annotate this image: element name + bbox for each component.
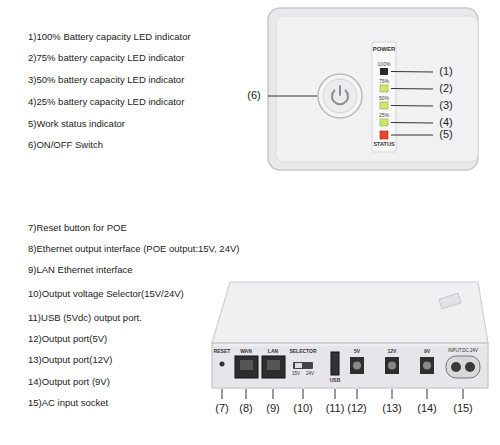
dc-port-5v [350,357,364,374]
callout-number: (12) [347,402,367,415]
power-icon [339,86,341,95]
port-label: LAN [268,348,278,354]
callout-number: (9) [266,402,279,415]
ac-socket [446,356,480,378]
wan-port-inner [240,360,253,370]
selector-switch [293,362,313,369]
port-label: 15V [292,371,300,376]
callout-number: (14) [417,402,437,415]
dc-port-12v-hole [388,362,396,370]
selector-knob [295,363,302,368]
port-label: WAN [240,348,252,354]
dc-port-9v-hole [423,362,431,370]
panel-label: POWER [373,46,396,53]
port-label: 24V [306,371,314,376]
port-label: 5V [354,348,360,354]
lan-port [262,356,285,378]
legend-item: 5)Work status indicator [28,118,125,129]
led-label: STATUS [373,141,394,148]
reset-hole [220,362,225,367]
callout-number: (5) [439,128,452,141]
legend-item: 12)Output port(5V) [28,333,107,344]
led-100 [380,68,388,75]
callout-number: (4) [439,116,452,129]
led-50 [380,102,388,109]
legend-item: 2)75% battery capacity LED indicator [28,52,184,63]
port-label: USB [330,377,341,383]
callout-number: (7) [215,402,228,415]
device-top [212,282,488,343]
usb-port [331,352,339,375]
port-label: 12V [388,348,397,354]
logo-badge [439,293,461,309]
power-button [318,74,362,118]
callout-number: (8) [239,402,252,415]
callout-number: (3) [439,99,452,112]
legend-item: 9)LAN Ethernet interface [28,264,133,275]
edge-highlight [214,345,486,346]
legend-item: 14)Output port (9V) [28,376,110,387]
status-led [380,131,388,139]
legend-item: 4)25% battery capacity LED indicator [28,96,184,107]
callout-number: (10) [293,402,313,415]
lan-port-inner [267,360,280,370]
legend-item: 15)AC input socket [28,397,108,408]
device-front [212,343,488,388]
device-face [276,16,478,162]
legend-item: 7)Reset button for POE [28,222,127,233]
callout-number: (6) [247,89,260,102]
led-label: 25% [379,112,389,118]
led-25 [380,119,388,126]
led-label: 75% [379,78,389,84]
legend-item: 10)Output voltage Selector(15V/24V) [28,288,184,299]
ac-socket-pin [465,362,475,372]
wan-port [235,356,258,378]
dc-port-5v-hole [353,362,361,370]
port-label: SELECTOR [289,348,316,354]
port-label: 9V [424,348,430,354]
led-label: 100% [378,61,391,67]
callout-number: (13) [382,402,402,415]
leader-lines [268,72,433,136]
legend-item: 1)100% Battery capacity LED indicator [28,31,191,42]
legend-item: 6)ON/OFF Switch [28,139,103,150]
led-label: 50% [379,95,389,101]
led-75 [380,85,388,92]
power-button-inner [323,79,357,113]
device-housing [268,8,478,170]
legend-item: 3)50% battery capacity LED indicator [28,74,184,85]
port-label: INPUT:DC 24V [448,348,478,353]
legend-item: 8)Ethernet output interface (POE output:… [28,243,239,254]
callout-number: (11) [326,402,345,415]
port-label: RESET [214,348,231,354]
legend-item: 13)Output port(12V) [28,354,113,365]
dc-port-12v [385,357,399,374]
callout-number: (15) [453,402,473,415]
ac-socket-pin [451,362,461,372]
callout-number: (1) [439,65,452,78]
callout-number: (2) [439,82,452,95]
legend-item: 11)USB (5Vdc) output port. [28,312,142,323]
leader-lines [222,389,463,399]
dc-port-9v [420,357,434,374]
